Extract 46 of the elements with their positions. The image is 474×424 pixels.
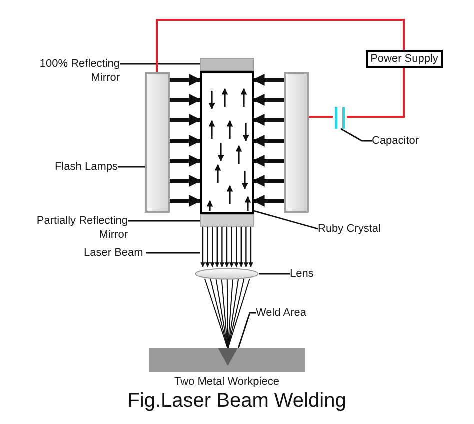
flash-lamp — [145, 72, 170, 213]
leader-line — [254, 210, 318, 230]
wire — [347, 68, 405, 118]
arrow — [170, 175, 202, 187]
part-label: Lens — [290, 267, 320, 281]
arrow — [170, 74, 202, 86]
weld-zone — [218, 348, 238, 366]
part-label: Two Metal Workpiece — [174, 375, 280, 389]
leader-line — [118, 166, 145, 168]
partial-mirror — [200, 214, 254, 227]
part-label: Flash Lamps — [50, 160, 118, 174]
lens-ellipse — [195, 268, 259, 280]
arrow — [252, 135, 284, 147]
part-label: Weld Area — [256, 306, 312, 320]
arrow — [170, 195, 202, 207]
leader-line — [146, 252, 200, 254]
arrow — [170, 155, 202, 167]
wire — [309, 116, 333, 118]
arrow — [170, 114, 202, 126]
arrow — [252, 155, 284, 167]
leader-line — [340, 128, 372, 142]
leader-line — [237, 312, 256, 350]
arrow — [252, 74, 284, 86]
leader-line — [128, 220, 200, 222]
ruby-crystal — [200, 71, 254, 214]
arrow — [252, 195, 284, 207]
part-label: Partially Reflecting Mirror — [30, 214, 128, 242]
arrow — [170, 135, 202, 147]
arrow — [252, 114, 284, 126]
part-label: Capacitor — [372, 134, 428, 148]
part-label: Laser Beam — [84, 246, 146, 260]
leader-line — [120, 63, 200, 65]
arrow — [252, 175, 284, 187]
part-label: 100% Reflecting Mirror — [30, 57, 120, 85]
workpiece-bar — [149, 348, 305, 372]
laser-beam-drawing — [200, 227, 254, 269]
figure-caption: Fig.Laser Beam Welding — [126, 389, 348, 413]
power-supply-box: Power Supply — [366, 50, 443, 68]
full-mirror — [200, 58, 254, 71]
flash-lamp — [284, 72, 309, 213]
leader-line — [259, 273, 290, 275]
wire — [156, 19, 405, 72]
arrow — [252, 94, 284, 106]
arrow — [170, 94, 202, 106]
part-label: Ruby Crystal — [318, 222, 388, 236]
capacitor-symbol — [333, 107, 347, 129]
